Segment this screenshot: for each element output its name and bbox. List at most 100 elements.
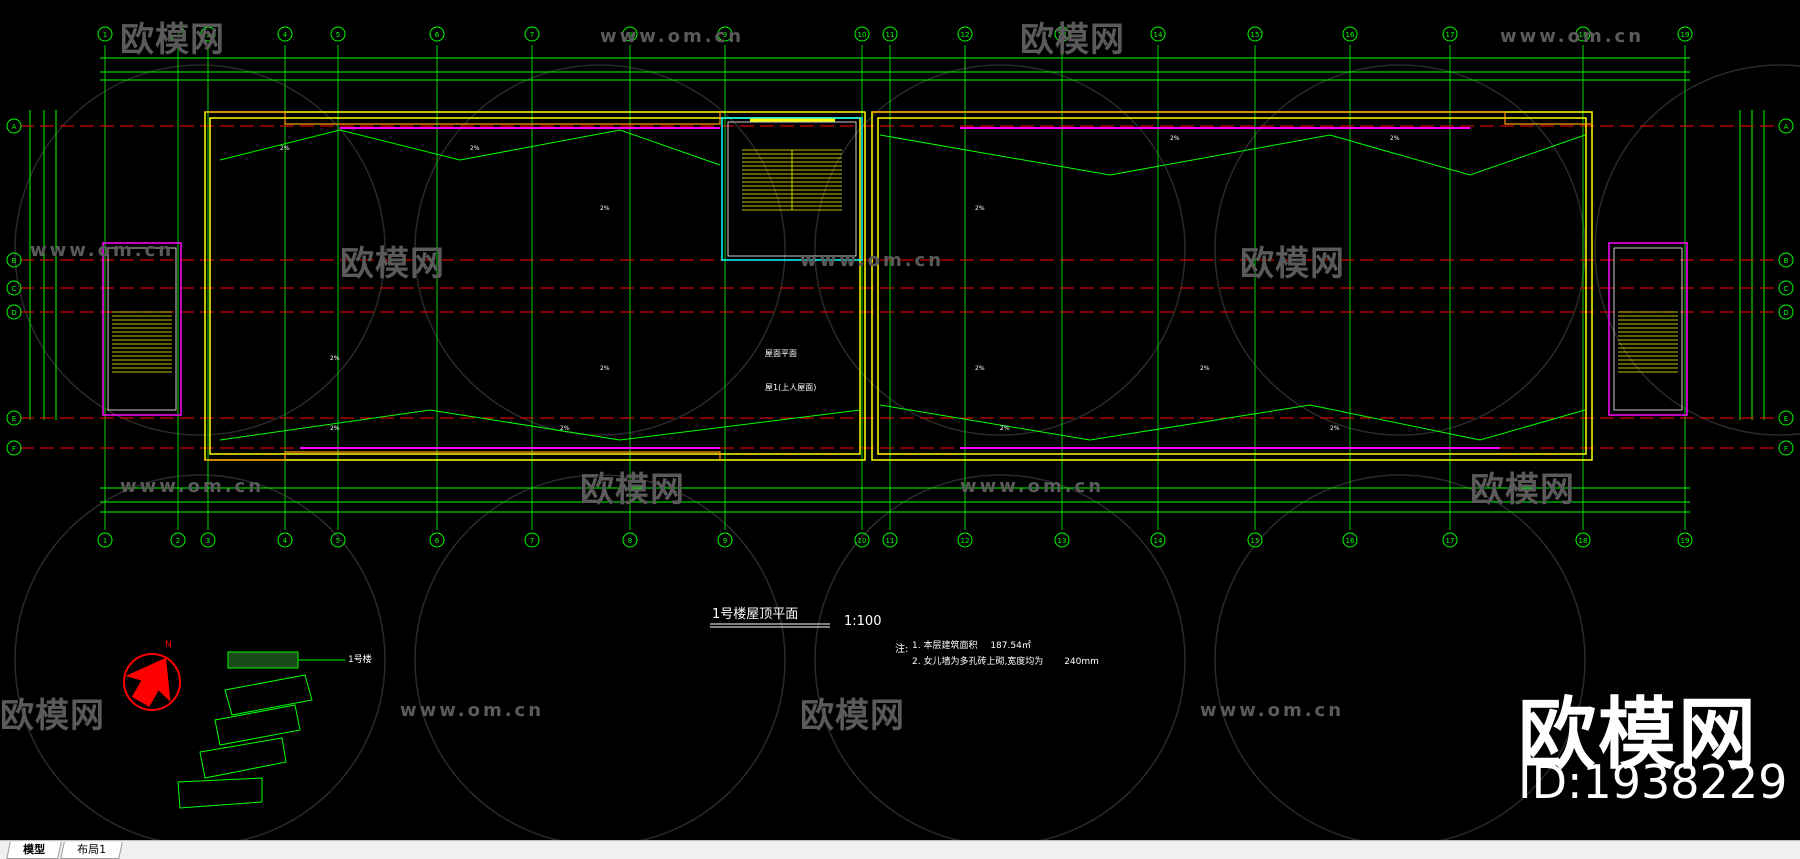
watermark-circle bbox=[414, 474, 786, 840]
axis-bubble-label: 9 bbox=[723, 537, 727, 545]
axis-bubble bbox=[170, 532, 186, 548]
tab-layout-1[interactable]: 布局1 bbox=[60, 842, 123, 859]
notes-label: 注: bbox=[895, 644, 909, 655]
axis-bubble bbox=[1442, 26, 1458, 42]
axis-bubble-label: 13 bbox=[1058, 537, 1067, 545]
side-dimension-lines bbox=[29, 110, 1765, 420]
axis-bubble-label: 16 bbox=[1346, 537, 1355, 545]
row-bubble bbox=[6, 280, 22, 296]
row-bubble-label: E bbox=[12, 415, 16, 423]
axis-bubble-label: 12 bbox=[961, 537, 970, 545]
axis-bubble-label: 3 bbox=[206, 537, 210, 545]
axis-bubble bbox=[1442, 532, 1458, 548]
row-bubble-label: E bbox=[1784, 415, 1788, 423]
axis-bubble bbox=[524, 26, 540, 42]
bottom-dimension-lines bbox=[100, 487, 1690, 513]
row-bubble-label: C bbox=[1784, 285, 1789, 293]
axis-bubble bbox=[1342, 532, 1358, 548]
axis-bubble-label: 14 bbox=[1154, 537, 1163, 545]
axis-bubble bbox=[1054, 532, 1070, 548]
axis-bubble bbox=[1677, 26, 1693, 42]
watermark-id: ID:1938229 bbox=[1518, 755, 1788, 809]
axis-bubble bbox=[524, 532, 540, 548]
watermark-brand: 欧模网 bbox=[120, 20, 225, 60]
axis-bubble bbox=[97, 532, 113, 548]
slope-label: 2% bbox=[600, 365, 610, 372]
drawing-scale: 1:100 bbox=[844, 614, 882, 629]
row-bubble bbox=[6, 440, 22, 456]
top-dimension-lines bbox=[100, 57, 1690, 81]
slope-label: 2% bbox=[330, 355, 340, 362]
slope-label: 2% bbox=[1200, 365, 1210, 372]
row-bubble bbox=[1778, 252, 1794, 268]
axis-bubble-label: 16 bbox=[1346, 31, 1355, 39]
roof-plan-drawing: 1122334455667788991010111112121313141415… bbox=[6, 26, 1800, 840]
row-bubble-label: B bbox=[12, 257, 17, 265]
axis-bubble bbox=[957, 26, 973, 42]
watermark-brand: 欧模网 bbox=[0, 696, 105, 736]
watermark-brand-large: 欧模网 bbox=[1518, 690, 1759, 780]
watermark-circle bbox=[14, 64, 386, 436]
axis-bubble-label: 6 bbox=[435, 537, 440, 545]
axis-bubble-label: 19 bbox=[1681, 31, 1690, 39]
parapet bbox=[300, 127, 1500, 449]
axis-bubble bbox=[1677, 532, 1693, 548]
axis-bubble bbox=[1247, 26, 1263, 42]
roof-edge bbox=[205, 111, 1592, 461]
axis-bubble bbox=[170, 26, 186, 42]
axis-bubble bbox=[330, 26, 346, 42]
axis-bubble-label: 5 bbox=[336, 537, 340, 545]
axis-bubble-label: 9 bbox=[723, 31, 727, 39]
slope-label: 2% bbox=[1170, 135, 1180, 142]
axis-bubble bbox=[1575, 26, 1591, 42]
slope-label: 2% bbox=[280, 145, 290, 152]
axis-bubble bbox=[200, 26, 216, 42]
axis-bubble-label: 8 bbox=[628, 31, 632, 39]
slope-label: 2% bbox=[1390, 135, 1400, 142]
slope-label: 2% bbox=[470, 145, 480, 152]
row-bubble-label: D bbox=[11, 309, 16, 317]
row-bubble bbox=[6, 118, 22, 134]
row-bubble bbox=[1778, 304, 1794, 320]
watermark-brand: 欧模网 bbox=[800, 696, 905, 736]
axis-bubble-label: 2 bbox=[176, 537, 180, 545]
axis-bubble-label: 11 bbox=[886, 537, 895, 545]
watermark-brand: 欧模网 bbox=[1240, 244, 1345, 284]
row-bubble-label: A bbox=[1784, 123, 1789, 131]
watermark-circle bbox=[1214, 474, 1586, 840]
axis-bubble-label: 15 bbox=[1251, 537, 1260, 545]
row-bubble bbox=[6, 252, 22, 268]
axis-bubble-label: 8 bbox=[628, 537, 632, 545]
horizontal-axes bbox=[20, 125, 1780, 449]
note-1-value: 187.54㎡ bbox=[990, 641, 1031, 651]
title-underline bbox=[710, 623, 830, 628]
slope-label: 2% bbox=[600, 205, 610, 212]
axis-bubble bbox=[1575, 532, 1591, 548]
slope-label: 2% bbox=[1000, 425, 1010, 432]
row-bubble bbox=[6, 304, 22, 320]
row-bubble-label: F bbox=[1784, 445, 1788, 453]
axis-bubble bbox=[330, 532, 346, 548]
watermark-url: www.om.cn bbox=[30, 240, 175, 261]
row-bubble-label: B bbox=[1784, 257, 1789, 265]
axis-bubble bbox=[200, 532, 216, 548]
axis-bubble bbox=[1054, 26, 1070, 42]
axis-bubble-label: 4 bbox=[283, 537, 288, 545]
watermark-circle bbox=[414, 64, 786, 436]
layout-tab-bar: 模型 布局1 bbox=[0, 840, 1800, 859]
axis-bubble-label: 11 bbox=[886, 31, 895, 39]
axis-bubble bbox=[1150, 532, 1166, 548]
tab-model[interactable]: 模型 bbox=[6, 842, 62, 859]
axis-bubble bbox=[957, 532, 973, 548]
row-bubble-label: A bbox=[12, 123, 17, 131]
note-2-text: 2. 女儿墙为多孔砖上砌,宽度均为 bbox=[912, 657, 1044, 667]
axis-bubble bbox=[854, 532, 870, 548]
row-bubble bbox=[1778, 440, 1794, 456]
central-stair-core bbox=[721, 117, 863, 261]
axis-bubble bbox=[622, 26, 638, 42]
axis-bubble-label: 1 bbox=[103, 31, 107, 39]
axis-bubble-label: 7 bbox=[530, 537, 534, 545]
watermark-url: www.om.cn bbox=[960, 476, 1105, 497]
axis-bubble bbox=[97, 26, 113, 42]
